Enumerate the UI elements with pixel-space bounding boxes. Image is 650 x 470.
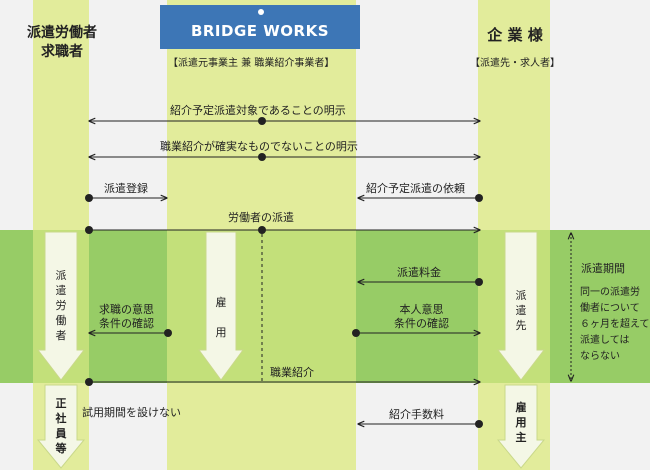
right-confirm-line-2: 条件の確認	[394, 317, 449, 330]
company-employer-status: 雇用主	[515, 401, 527, 444]
left-confirm-dot	[164, 329, 172, 337]
company-dispatch-status: 派遣先	[515, 289, 527, 332]
agency-employ-status: 雇用	[215, 296, 227, 339]
placement-label: 職業紹介	[270, 366, 314, 379]
worker-dispatch-dot-center	[258, 226, 266, 234]
period-note-line-4: 派遣しては	[580, 335, 630, 346]
placement-fee-dot	[475, 420, 483, 428]
worker-dispatch-dot-left	[85, 226, 93, 234]
worker-regular-down-arrow	[36, 384, 86, 469]
left-confirm-line-1: 求職の意思	[99, 303, 154, 316]
logo: BRIDGE WORKS	[160, 5, 360, 49]
period-note-line-5: ならない	[580, 351, 620, 362]
disclosure-label-2: 職業紹介が確実なものでないことの明示	[160, 140, 358, 153]
agency-employ-down-arrow	[198, 231, 244, 381]
right-confirm-label: 本人意思 条件の確認	[394, 303, 449, 331]
worker-title: 派遣労働者 求職者	[8, 24, 116, 62]
dispatch-fee-dot	[475, 278, 483, 286]
period-label: 派遣期間	[581, 262, 625, 275]
left-confirm-label: 求職の意思 条件の確認	[99, 303, 154, 331]
registration-label: 派遣登録	[104, 182, 148, 195]
company-dispatch-down-arrow	[496, 231, 546, 381]
worker-regular-status: 正社員等	[55, 397, 67, 455]
company-title: 企 業 様	[487, 26, 543, 44]
registration-dot	[85, 194, 93, 202]
logo-dot-icon	[258, 9, 264, 15]
company-employer-down-arrow	[496, 384, 546, 469]
period-note: 同一の派遣労 働者について ６ヶ月を超えて 派遣しては ならない	[580, 285, 650, 365]
request-label: 紹介予定派遣の依頼	[366, 182, 465, 195]
company-caption: 【派遣先・求人者】	[470, 58, 560, 69]
worker-title-line-2: 求職者	[41, 44, 83, 60]
worker-dispatch-down-arrow	[36, 231, 86, 381]
disclosure-dot-2	[258, 153, 266, 161]
placement-fee-label: 紹介手数料	[389, 408, 444, 421]
disclosure-label-1: 紹介予定派遣対象であることの明示	[170, 104, 346, 117]
trial-period-note: 試用期間を設けない	[82, 406, 181, 419]
period-note-line-2: 働者について	[580, 303, 640, 314]
worker-dispatch-label: 労働者の派遣	[228, 211, 294, 224]
right-confirm-line-1: 本人意思	[399, 303, 444, 316]
dispatch-fee-label: 派遣料金	[397, 266, 441, 279]
logo-text: BRIDGE WORKS	[190, 22, 330, 40]
disclosure-dot-1	[258, 117, 266, 125]
period-note-line-3: ６ヶ月を超えて	[580, 319, 650, 330]
left-confirm-line-2: 条件の確認	[99, 317, 154, 330]
agency-caption: 【派遣元事業主 兼 職業紹介事業者】	[168, 58, 335, 69]
placement-dot	[85, 378, 93, 386]
right-confirm-dot	[352, 329, 360, 337]
worker-dispatch-status: 派遣労働者	[55, 269, 67, 342]
worker-title-line-1: 派遣労働者	[27, 25, 97, 41]
request-dot	[475, 194, 483, 202]
period-note-line-1: 同一の派遣労	[580, 287, 640, 298]
